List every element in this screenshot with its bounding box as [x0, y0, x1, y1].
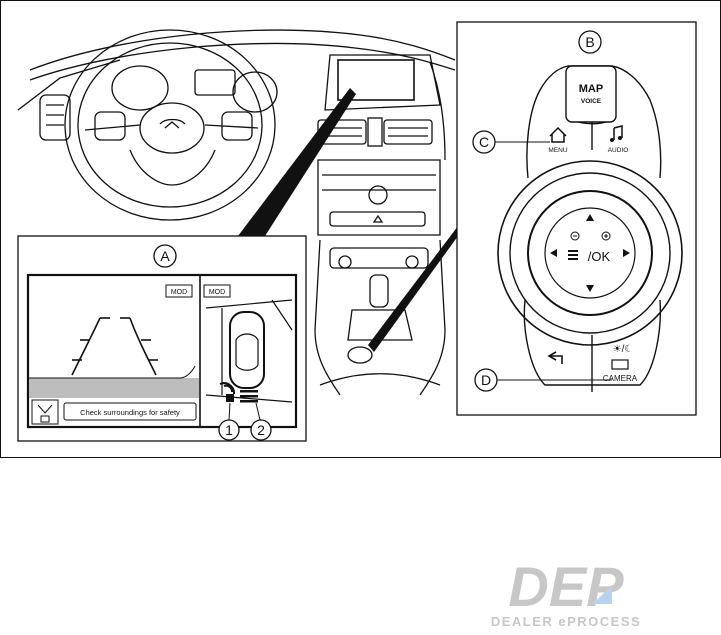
callout-1 — [218, 419, 240, 441]
sonar-icon-2 — [240, 390, 258, 393]
logo-accent — [592, 586, 612, 604]
ok-label: /OK — [588, 249, 611, 264]
mod-badge-right — [203, 284, 231, 298]
leader-to-panel-a — [238, 88, 356, 236]
steering-wheel — [64, 29, 276, 221]
dashboard-illustration — [17, 29, 456, 396]
callout-d — [474, 368, 498, 392]
mod-badge-left-label: MOD — [171, 289, 187, 296]
callout-2 — [250, 419, 272, 441]
dep-logo: DEP — [508, 555, 624, 618]
sonar-icon-1 — [219, 382, 236, 395]
callout-c — [472, 130, 496, 154]
callout-c-label: C — [479, 134, 489, 150]
list-icon — [568, 250, 578, 260]
ok-button — [544, 207, 636, 299]
callout-leaders — [238, 88, 458, 352]
mod-badge-right-label: MOD — [209, 289, 225, 296]
callout-d-label: D — [481, 372, 491, 388]
controller-outer-ring — [497, 160, 683, 346]
dial-direction-icons — [550, 214, 630, 292]
camera-icon-box — [31, 399, 59, 425]
dep-watermark: DEP DEALER ePROCESS — [491, 555, 641, 629]
back-arrow-icon — [547, 351, 563, 364]
map-voice-button[interactable] — [565, 65, 617, 123]
mod-badge-left — [165, 284, 193, 298]
camera-view-icon — [37, 404, 53, 423]
callout-a-label: A — [160, 248, 170, 264]
controller-upper-housing — [526, 65, 662, 179]
panel-a-camera-display: MOD MOD Check surroundings for safety 1 … — [17, 235, 307, 442]
camera-icon — [611, 359, 629, 370]
day-night-icon: ☀/☾ — [613, 344, 634, 355]
center-display — [337, 59, 415, 101]
leader-to-panel-b — [368, 226, 458, 352]
safety-message-box — [63, 402, 197, 421]
callout-b-label: B — [585, 34, 594, 50]
audio-label: AUDIO — [608, 147, 629, 154]
camera-label: CAMERA — [603, 374, 638, 383]
rear-bumper-band — [29, 378, 199, 398]
safety-message: Check surroundings for safety — [80, 408, 180, 417]
dep-tagline: DEALER ePROCESS — [491, 614, 641, 629]
zoom-in-icon — [601, 231, 611, 241]
voice-label: VOICE — [581, 98, 602, 105]
callout-2-label: 2 — [257, 422, 265, 438]
controller-dial — [527, 190, 653, 316]
map-label: MAP — [579, 83, 603, 95]
top-view-illustration — [205, 299, 293, 403]
vehicle-top-view — [229, 311, 265, 389]
callout-a — [153, 244, 177, 268]
home-icon — [549, 126, 567, 143]
zoom-out-icon — [570, 231, 580, 241]
music-note-icon — [613, 125, 623, 140]
callout-b — [578, 30, 602, 54]
panel-b-controller: B MAP VOICE MENU AUDIO — [456, 21, 697, 416]
callout-1-label: 1 — [225, 422, 233, 438]
menu-label: MENU — [548, 147, 567, 154]
predicted-course-lines — [71, 317, 158, 376]
